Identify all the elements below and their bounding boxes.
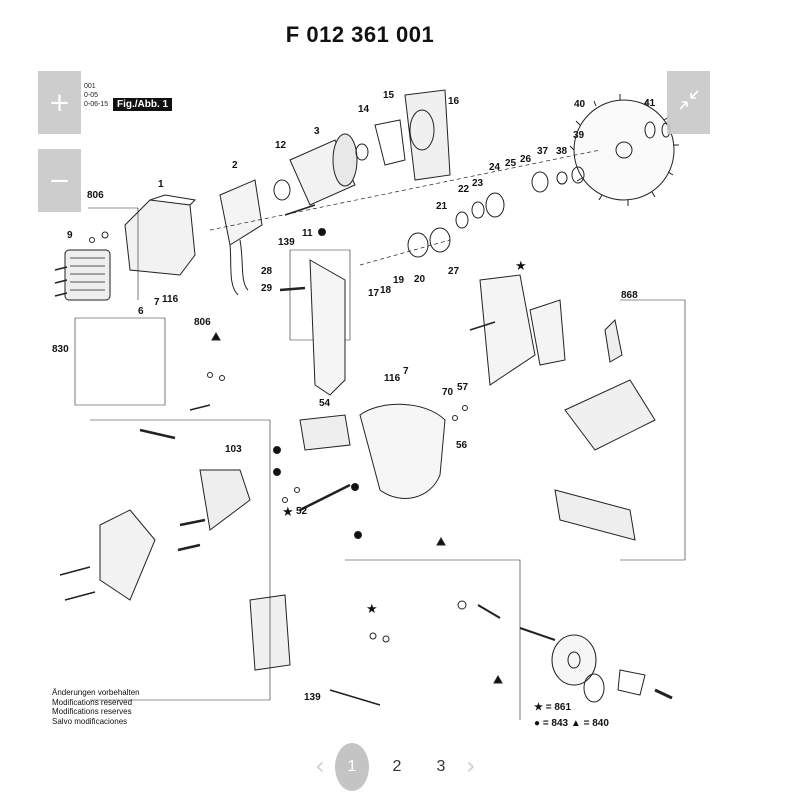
part-number: 116 xyxy=(384,373,401,384)
part-number: 57 xyxy=(457,382,469,393)
part-number: 21 xyxy=(436,201,448,212)
part-number: 9 xyxy=(67,230,73,241)
part-number: 18 xyxy=(380,285,392,296)
meta-line: 0-05 xyxy=(84,92,99,99)
part-number: 14 xyxy=(358,104,370,115)
part-number: 26 xyxy=(520,154,532,165)
part-number: 22 xyxy=(458,184,470,195)
note-line: Modifications reserves xyxy=(52,707,132,716)
part-number: 139 xyxy=(304,692,321,703)
plus-icon: + xyxy=(48,87,71,118)
marker-legend: ★ = 861 ● = 843 ▲ = 840 xyxy=(534,700,609,732)
part-number: 868 xyxy=(621,290,638,301)
document-title: F 012 361 001 xyxy=(285,22,435,47)
part-number: 139 xyxy=(278,237,295,248)
part-number: 41 xyxy=(644,98,656,109)
part-number: 806 xyxy=(194,317,211,328)
figure-label: Fig./Abb. 1 xyxy=(113,98,173,111)
part-number: 17 xyxy=(368,288,380,299)
part-number: 6 xyxy=(138,306,144,317)
zoom-out-button[interactable]: − xyxy=(38,149,81,212)
part-number: 39 xyxy=(573,130,585,141)
part-number: 29 xyxy=(261,283,273,294)
part-number: 116 xyxy=(162,294,179,305)
part-number: 830 xyxy=(52,344,69,355)
part-number: 3 xyxy=(314,126,320,137)
star-marker-icon: ★ xyxy=(515,259,527,274)
legend-circle-triangle: ● = 843 ▲ = 840 xyxy=(534,718,609,729)
part-number: 11 xyxy=(302,228,313,239)
meta-line: 001 xyxy=(84,83,96,90)
note-line: Salvo modificaciones xyxy=(52,716,128,726)
pagination: ‹ 1 2 3 › xyxy=(0,740,800,796)
part-number: 15 xyxy=(383,90,395,101)
part-number: 12 xyxy=(275,140,287,151)
modification-notes: Änderungen vorbehalten Modifications res… xyxy=(52,688,140,726)
document-revision-info: 001 0-05 0-06-15 xyxy=(84,82,108,109)
page-button-3[interactable]: 3 xyxy=(436,758,446,775)
part-number: 70 xyxy=(442,387,454,398)
part-number: 52 xyxy=(296,506,308,517)
part-number: 28 xyxy=(261,266,273,277)
legend-star: ★ = 861 xyxy=(534,702,572,713)
part-number: 54 xyxy=(319,398,331,409)
part-number: 1 xyxy=(158,179,164,190)
part-number: 24 xyxy=(489,162,501,173)
page-button-1[interactable]: 1 xyxy=(335,743,369,791)
zoom-in-button[interactable]: + xyxy=(38,71,81,134)
chevron-right-icon[interactable]: › xyxy=(466,752,476,780)
part-number: 40 xyxy=(574,99,586,110)
part-number: 27 xyxy=(448,266,460,277)
part-number: 7 xyxy=(154,297,160,308)
star-marker-icon: ★ xyxy=(282,505,294,520)
part-number: 806 xyxy=(87,190,104,201)
part-number: 23 xyxy=(472,178,484,189)
part-number: 56 xyxy=(456,440,468,451)
meta-line: 0-06-15 xyxy=(84,101,109,108)
star-marker-icon: ★ xyxy=(366,602,378,617)
minus-icon: − xyxy=(48,165,71,196)
part-number: 20 xyxy=(414,274,426,285)
part-number: 7 xyxy=(403,366,409,377)
part-number: 37 xyxy=(537,146,549,157)
note-line: Modifications reserved xyxy=(52,697,133,707)
part-number: 16 xyxy=(448,96,460,107)
page-button-2[interactable]: 2 xyxy=(392,758,402,775)
part-number: 25 xyxy=(505,158,517,169)
part-number: 2 xyxy=(232,160,238,171)
note-line: Änderungen vorbehalten xyxy=(52,688,140,697)
part-number: 19 xyxy=(393,275,405,286)
part-number: 103 xyxy=(225,444,242,455)
part-number: 38 xyxy=(556,146,568,157)
collapse-arrows-icon xyxy=(678,89,700,116)
chevron-left-icon[interactable]: ‹ xyxy=(315,752,325,780)
fullscreen-button[interactable] xyxy=(667,71,710,134)
